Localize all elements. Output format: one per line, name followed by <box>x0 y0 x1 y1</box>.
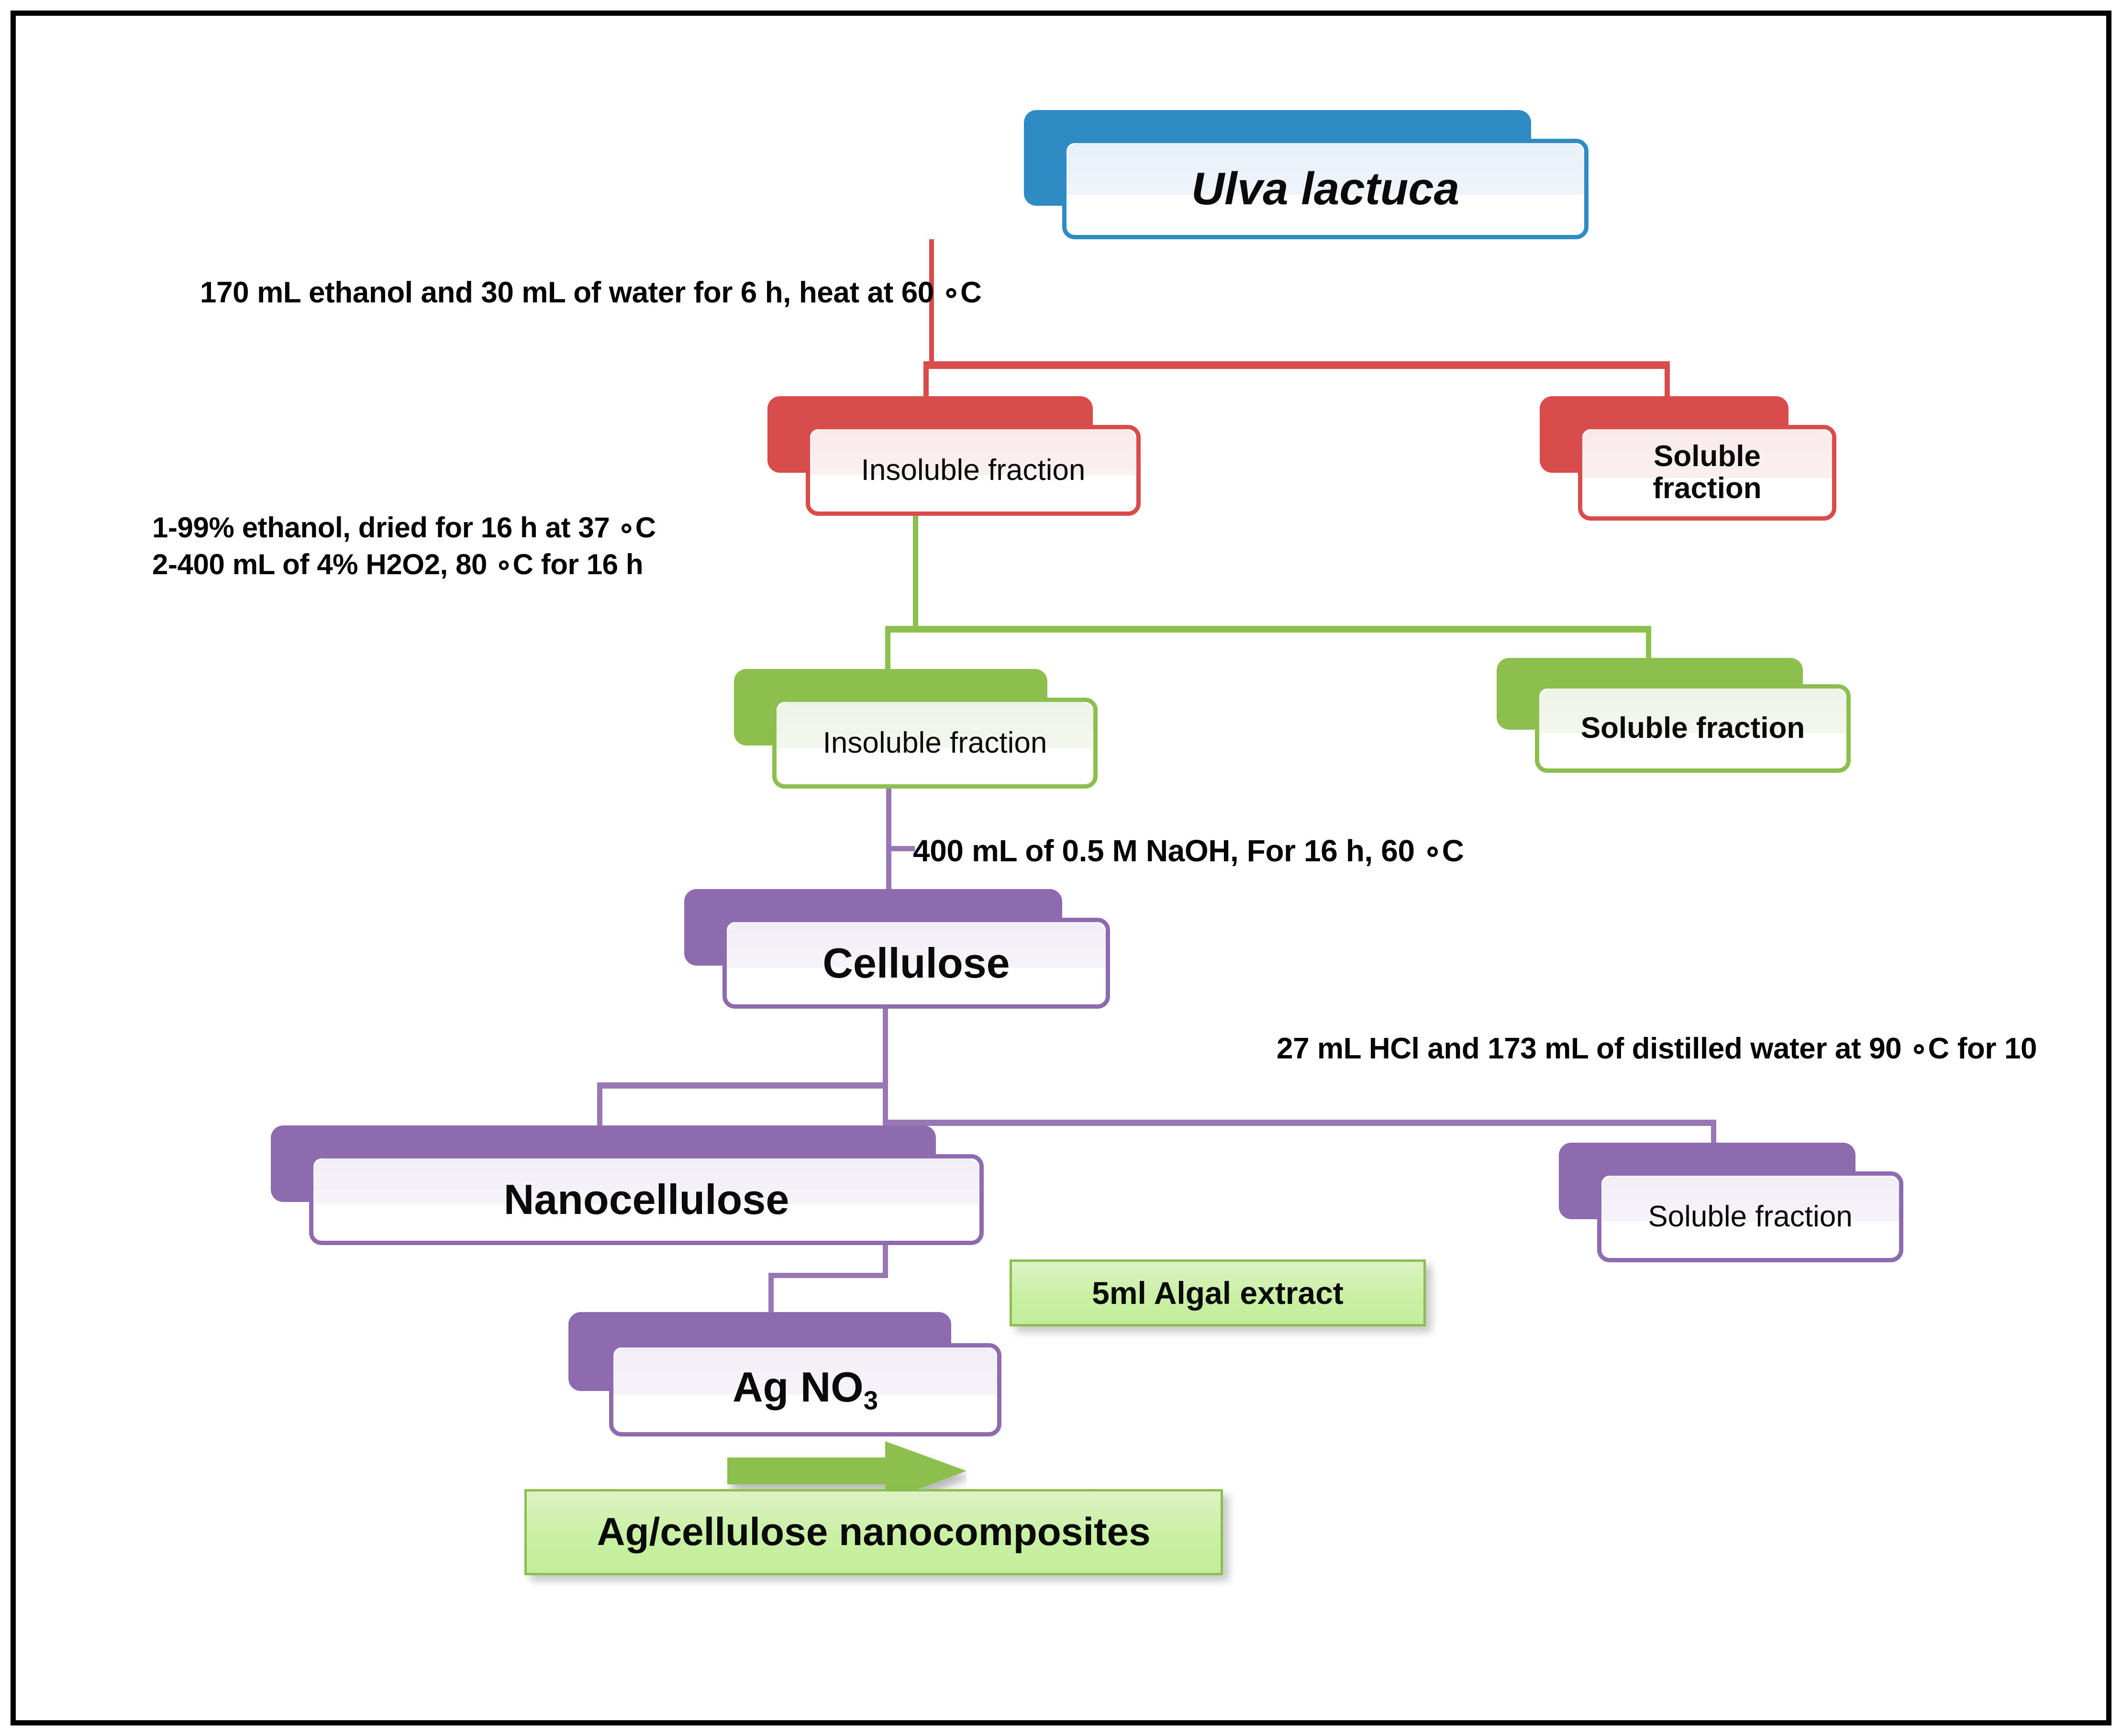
connector-source-to-red-stem <box>929 239 934 365</box>
node-purple-soluble-fraction[interactable]: Soluble fraction <box>1559 1143 1903 1262</box>
connector-agno3-elbow-v <box>768 1273 774 1328</box>
node-label-agno3-formula: Ag NO <box>732 1363 864 1411</box>
node-face: Nanocellulose <box>309 1154 984 1245</box>
node-green-insoluble-fraction[interactable]: Insoluble fraction <box>734 669 1098 789</box>
node-label-nanocellulose: Nanocellulose <box>503 1176 789 1224</box>
connector-cellulose-elbow <box>886 846 915 851</box>
node-label-agno3: Ag NO3 <box>724 1364 887 1415</box>
node-face: Insoluble fraction <box>806 425 1141 516</box>
node-agno3[interactable]: Ag NO3 <box>568 1312 1013 1436</box>
connector-red-bus <box>923 361 1670 369</box>
annotation-step-2-line-1: 1-99% ethanol, dried for 16 h at 37 ∘C <box>152 512 656 544</box>
node-label-agno3-subscript: 3 <box>863 1386 878 1415</box>
annotation-step-2-line-2: 2-400 mL of 4% H2O2, 80 ∘C for 16 h <box>152 548 644 580</box>
node-red-soluble-fraction[interactable]: Soluble fraction <box>1540 396 1836 521</box>
node-face: Soluble fraction <box>1578 425 1836 521</box>
connector-green-to-cellulose-stem <box>886 775 891 900</box>
connector-red-to-green-stem <box>913 488 918 632</box>
annotation-step-1: 170 mL ethanol and 30 mL of water for 6 … <box>200 276 982 309</box>
node-label-ulva-lactuca: Ulva lactuca <box>1191 163 1460 215</box>
node-label-red-soluble: Soluble fraction <box>1644 440 1770 505</box>
node-label-green-soluble: Soluble fraction <box>1580 712 1805 745</box>
node-ulva-lactuca[interactable]: Ulva lactuca <box>1024 110 1589 239</box>
annotation-step-3: 400 mL of 0.5 M NaOH, For 16 h, 60 ∘C <box>913 834 1464 868</box>
node-face: Soluble fraction <box>1597 1171 1903 1262</box>
node-label-green-insoluble: Insoluble fraction <box>822 726 1047 759</box>
node-green-soluble-fraction[interactable]: Soluble fraction <box>1497 658 1851 773</box>
node-face: Insoluble fraction <box>772 698 1098 789</box>
connector-green-right-drop <box>1646 626 1651 659</box>
node-label-red-soluble-line2: fraction <box>1653 472 1762 505</box>
connector-agno3-elbow-h <box>768 1273 888 1278</box>
connector-green-bus <box>885 626 1651 633</box>
node-label-cellulose: Cellulose <box>822 939 1010 987</box>
green-arrow-icon <box>727 1441 967 1508</box>
annotation-step-2: 1-99% ethanol, dried for 16 h at 37 ∘C 2… <box>152 510 656 583</box>
node-face: Soluble fraction <box>1535 684 1851 773</box>
callout-algal-extract[interactable]: 5ml Algal extract <box>1010 1259 1426 1326</box>
node-face: Ulva lactuca <box>1062 139 1589 239</box>
connector-purple-soluble-bus <box>883 1120 1716 1126</box>
node-red-insoluble-fraction[interactable]: Insoluble fraction <box>767 396 1145 516</box>
callout-algal-extract-label: 5ml Algal extract <box>1092 1275 1344 1311</box>
connector-nanocellulose-drop <box>597 1082 602 1130</box>
connector-nanocellulose-bus <box>597 1082 888 1089</box>
annotation-step-4: 27 mL HCl and 173 mL of distilled water … <box>1277 1032 2037 1065</box>
connector-cellulose-down-stem <box>883 1007 888 1122</box>
figure-border <box>11 11 2111 1725</box>
node-label-purple-soluble: Soluble fraction <box>1648 1200 1853 1233</box>
node-nanocellulose[interactable]: Nanocellulose <box>271 1125 989 1245</box>
callout-product-label: Ag/cellulose nanocomposites <box>597 1510 1151 1554</box>
node-label-red-soluble-line1: Soluble <box>1654 440 1761 473</box>
connector-red-left-drop <box>923 361 929 409</box>
node-cellulose[interactable]: Cellulose <box>684 889 1120 1009</box>
node-label-red-insoluble: Insoluble fraction <box>861 453 1086 487</box>
node-face: Cellulose <box>722 918 1110 1009</box>
connector-green-left-drop <box>885 626 890 679</box>
node-face: Ag NO3 <box>609 1343 1001 1436</box>
callout-product-nanocomposites[interactable]: Ag/cellulose nanocomposites <box>524 1489 1223 1575</box>
connector-red-right-drop <box>1665 361 1670 409</box>
